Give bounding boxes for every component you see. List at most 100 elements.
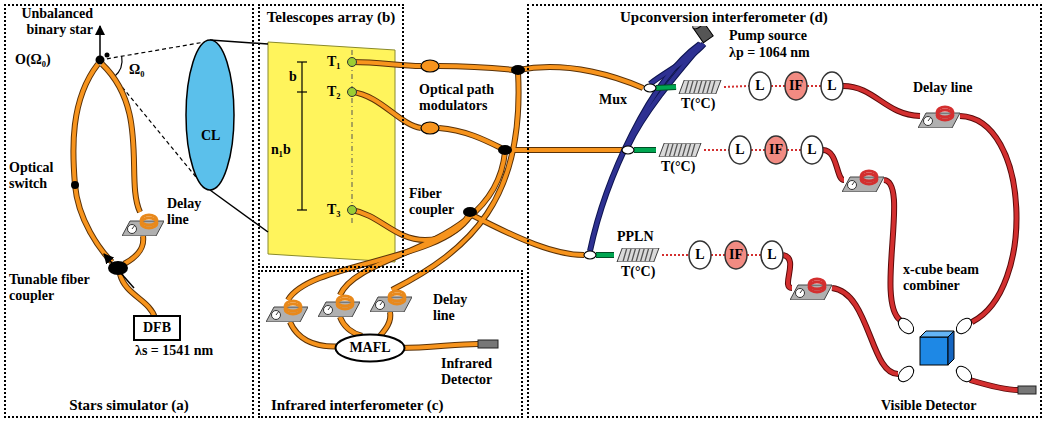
tuning-arrow: [104, 254, 134, 288]
temperature-label: T(°C): [620, 264, 656, 280]
illustration-part: [761, 241, 783, 269]
part-label: PPLN: [616, 229, 655, 245]
telescope: [348, 58, 357, 67]
node-label: DFB: [143, 320, 171, 336]
illustration-part: [765, 136, 787, 164]
fiber-coupler: [511, 65, 525, 75]
fiber-outline: [783, 86, 1018, 390]
part-label: Fiber coupler: [408, 186, 462, 218]
illustration-part: [105, 53, 110, 58]
lens-label: L: [766, 247, 777, 263]
illustration-part: [749, 72, 771, 100]
node-label: MAFL: [349, 340, 390, 356]
illustration-part: [297, 91, 307, 92]
visible-fiber: [783, 86, 1018, 390]
panel-heading: Telescopes array (b): [263, 8, 399, 26]
subsystem-panel: MAFL Infrared interferometer (c): [258, 270, 523, 418]
illustration-part: [785, 72, 807, 100]
wdm-mux: [644, 84, 656, 92]
filter-label: IF: [788, 78, 804, 94]
delay-line-icon: [918, 107, 960, 128]
optical-switch: [71, 181, 79, 189]
path-modulator: [421, 60, 439, 72]
part-label: Delay line: [166, 196, 212, 228]
illustration-part: [99, 26, 101, 56]
delay-line-icon: [790, 279, 832, 300]
illustration-part: [729, 136, 751, 164]
panel-heading: Infrared interferometer (c): [268, 396, 446, 414]
part-label: Pump source: [728, 28, 808, 44]
infrared-fiber: [73, 62, 643, 348]
lens-label: L: [806, 142, 817, 158]
fiber-coupler: [463, 207, 477, 217]
telescope-label: T₁: [326, 54, 342, 70]
filter-label: IF: [728, 247, 744, 263]
visible-detector: [1018, 386, 1036, 394]
illustration-part: [114, 56, 122, 77]
fiber-combiner-ellipse: MAFL: [334, 333, 406, 363]
telescope: [348, 88, 357, 97]
part-label: Delay line: [432, 292, 478, 324]
illustration-part: [953, 315, 974, 336]
path-modulator: [421, 122, 439, 134]
telescope: [348, 206, 357, 215]
subsystem-panel: Telescopes array (b): [258, 4, 404, 268]
illustration-part: [297, 61, 307, 62]
part-label: Delay line: [912, 80, 974, 96]
object-label: Unbalanced binary star: [8, 6, 94, 38]
lens-label: L: [754, 78, 765, 94]
ppln-chip: [617, 248, 659, 262]
x-cube: [895, 315, 974, 384]
illustration-part: [895, 315, 916, 336]
illustration-part: [186, 40, 234, 190]
infrared-detector: [478, 340, 498, 348]
illustration-part: [689, 241, 711, 269]
illustration-part: [895, 363, 916, 384]
panel-heading: Upconversion interferometer (d): [617, 8, 831, 26]
temperature-label: T(°C): [660, 159, 696, 175]
illustration-part: [801, 136, 823, 164]
angle-label: Ω₀: [128, 62, 145, 78]
part-label: Mux: [598, 92, 628, 108]
illustration-part: [352, 50, 353, 225]
telescope-label: T₂: [326, 84, 342, 100]
source-label: O(Ω₀): [14, 52, 52, 68]
wdm-mux: [584, 251, 596, 259]
delay-line-icon: [318, 296, 360, 317]
part-label: Visible Detector: [880, 398, 978, 414]
filter-label: IF: [768, 142, 784, 158]
subsystem-panel: Upconversion interferometer (d): [527, 4, 1042, 418]
ppln-chip: [659, 143, 701, 157]
part-label: Tunable fiber coupler: [8, 272, 92, 304]
delay-line-icon: [266, 301, 308, 322]
illustration-part: [953, 363, 974, 384]
illustration-part: [100, 42, 205, 60]
delay-line-icon: [370, 291, 412, 312]
delay-line-icon: [122, 215, 164, 236]
illustration-part: [920, 337, 948, 365]
laser-source-box: DFBλs = 1541 nm: [133, 315, 181, 341]
tunable-coupler: [108, 261, 128, 275]
part-label: Optical switch: [8, 160, 68, 192]
dimension-label: b: [288, 69, 298, 85]
panel-heading: Stars simulator (a): [66, 396, 192, 414]
illustration-part: [301, 62, 302, 210]
temperature-label: T(°C): [680, 96, 716, 112]
lens-label: L: [734, 142, 745, 158]
illustration-part: [297, 209, 307, 210]
part-label: Optical path modulators: [418, 82, 512, 114]
delay-line-icon: [842, 171, 884, 192]
lens-label: L: [694, 247, 705, 263]
telescope-array: [297, 50, 352, 225]
node-caption: λs = 1541 nm: [135, 343, 213, 359]
dimension-label: n₁b: [270, 142, 292, 158]
wdm-mux: [622, 146, 634, 154]
telescope-panel: [268, 42, 395, 262]
part-label: Infrared Detector: [440, 356, 514, 388]
fiber-coupler: [498, 145, 512, 155]
illustration-part: [725, 241, 747, 269]
fiber-outline: [73, 62, 643, 348]
wavelength-label: λp = 1064 nm: [728, 45, 811, 61]
